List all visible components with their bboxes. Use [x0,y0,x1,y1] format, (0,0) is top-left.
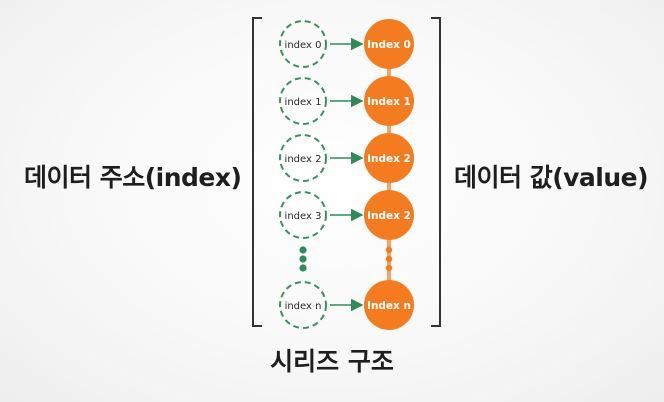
index-label: index 0 [285,40,322,51]
index-circle [279,191,327,239]
series-row: index 2 Index 2 [279,133,414,183]
value-circle [364,133,414,183]
index-label: index n [285,301,322,312]
value-label: Index 1 [367,96,411,108]
index-axis-label: 데이터 주소(index) [24,163,242,192]
series-row: index n Index n [279,280,414,330]
value-ellipsis [385,246,393,272]
value-label: Index 2 [367,153,411,165]
index-circle [279,281,327,329]
index-label: index 1 [285,97,322,108]
series-row: index 3 Index 2 [279,190,414,240]
index-ellipsis [299,246,307,272]
index-circle [279,77,327,125]
series-row: index 0 Index 0 [279,19,414,69]
value-circle [364,190,414,240]
index-circle [279,134,327,182]
value-label: Index n [367,300,411,312]
index-circle [279,20,327,68]
value-label: Index 0 [367,39,411,51]
value-circle [364,19,414,69]
value-axis-label: 데이터 값(value) [454,163,649,192]
index-label: index 3 [285,211,322,222]
value-label: Index 2 [367,210,411,222]
left-bracket [252,17,262,327]
diagram-caption: 시리즈 구조 [270,347,394,376]
value-circle [364,76,414,126]
right-bracket [431,17,441,327]
index-label: index 2 [285,154,322,165]
series-row: index 1 Index 1 [279,76,414,126]
value-circle [364,280,414,330]
